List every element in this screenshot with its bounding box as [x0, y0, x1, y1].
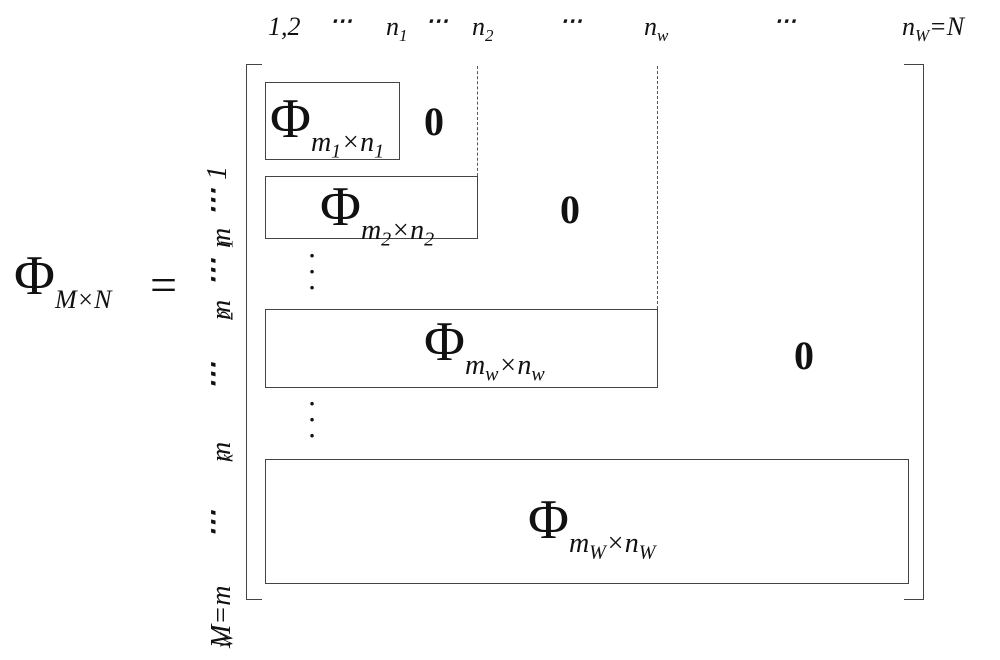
col-label-n1: n1	[386, 12, 408, 46]
zero-2: 0	[560, 187, 580, 232]
zero-1: 0	[424, 99, 444, 144]
col-label-nw: nw	[644, 12, 669, 46]
zero-3: 0	[794, 333, 814, 378]
col-dots-3: ⋯	[560, 8, 583, 33]
row-dots-low: ⋯	[198, 510, 229, 538]
row-dots-mid: ⋯	[198, 362, 229, 390]
row-label-1: 1	[202, 166, 233, 180]
dashed-line-n2	[477, 66, 478, 176]
row-dots-top2: ⋯	[198, 188, 229, 216]
col-label-1-2: 1,2	[268, 12, 301, 41]
block-phi-m2-n2: Φm2×n2	[265, 176, 478, 250]
row-dots-top1: ⋯	[198, 258, 229, 286]
col-label-nW-eq-N: nW=N	[902, 12, 965, 46]
col-dots-1: ⋯	[330, 8, 353, 33]
left-bracket	[246, 64, 262, 600]
block-phi-m1-n1: Φm1×n1	[265, 82, 400, 162]
lhs-phi-matrix: ΦM×N	[14, 245, 112, 314]
block-phi-mW-nW: ΦmW×nW	[265, 459, 909, 584]
equals-sign: =	[150, 259, 178, 312]
col-label-n2: n2	[472, 12, 494, 46]
vertical-dots-1: ···	[308, 243, 316, 300]
right-bracket	[904, 64, 924, 600]
col-dots-4: ⋯	[774, 8, 797, 33]
dashed-line-nw	[657, 66, 658, 309]
vertical-dots-2: ···	[308, 391, 316, 448]
block-phi-mw-nw: Φmw×nw	[265, 309, 658, 388]
col-dots-2: ⋯	[426, 8, 449, 33]
